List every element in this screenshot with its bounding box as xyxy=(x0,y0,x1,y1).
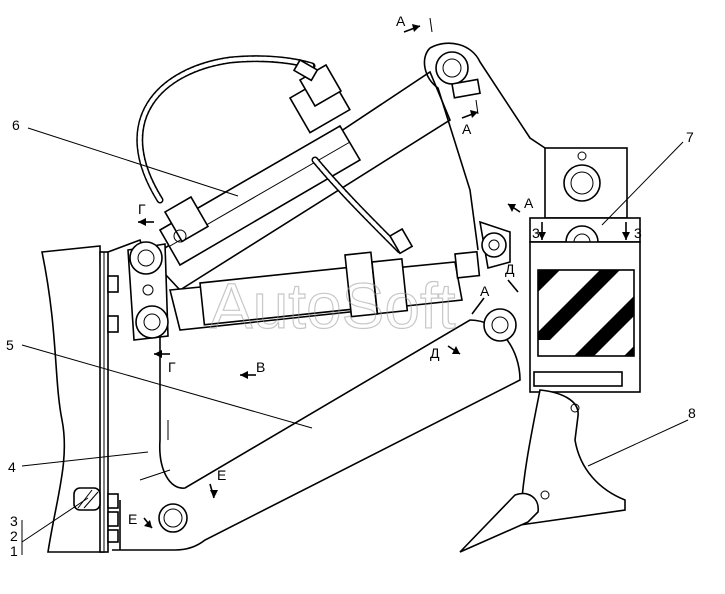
section-mark-v: В xyxy=(256,359,265,375)
leader-lines xyxy=(21,127,689,555)
section-mark-a-low: А xyxy=(480,283,490,299)
watermark-text: AutoSoft xyxy=(210,270,456,342)
section-mark-e-mid: Е xyxy=(217,467,226,483)
section-mark-d-right: Д xyxy=(505,261,515,277)
callout-3: 3 xyxy=(10,513,18,529)
section-mark-z-left: 3 xyxy=(532,225,540,241)
callout-4: 4 xyxy=(8,459,16,475)
ripper-shank-part-8 xyxy=(459,389,626,553)
section-mark-a-top: А xyxy=(396,13,406,29)
hydraulic-hoses xyxy=(136,55,414,255)
callout-6: 6 xyxy=(12,117,20,133)
section-mark-g-left: Г xyxy=(138,201,146,217)
hatched-block xyxy=(538,270,634,356)
callout-7: 7 xyxy=(686,129,694,145)
tilt-cylinder xyxy=(168,250,481,331)
callout-5: 5 xyxy=(6,337,14,353)
callout-1: 1 xyxy=(10,543,18,559)
section-mark-g-low: Г xyxy=(168,359,176,375)
section-mark-d-low: Д xyxy=(430,345,440,361)
section-mark-a-mid: А xyxy=(524,195,534,211)
right-clevis xyxy=(478,220,517,342)
callout-8: 8 xyxy=(688,405,696,421)
section-arrows xyxy=(138,17,630,529)
left-clevis xyxy=(127,241,169,341)
section-mark-z-right: 3 xyxy=(634,225,642,241)
frame-part-4 xyxy=(41,245,119,553)
callout-2: 2 xyxy=(10,528,18,544)
section-mark-e-low: Е xyxy=(128,511,137,527)
ripper-holder-part-7 xyxy=(529,147,641,393)
hydraulic-cylinder-part-6 xyxy=(158,63,362,267)
section-mark-a-top2: А xyxy=(462,121,472,137)
